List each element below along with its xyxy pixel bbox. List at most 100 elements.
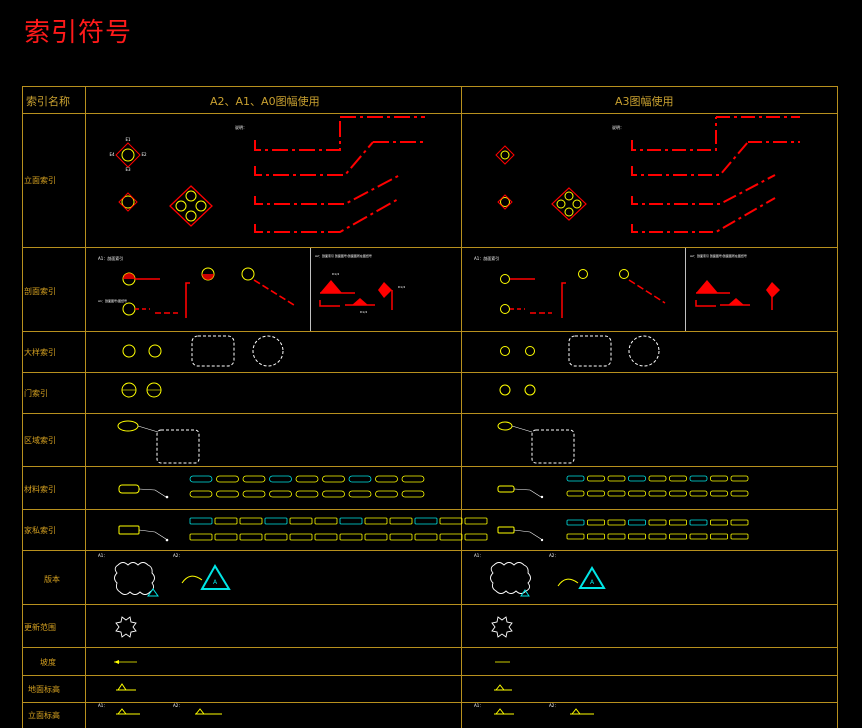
update-range-large bbox=[115, 616, 137, 638]
svg-text:A: A bbox=[213, 579, 218, 586]
header-index-name: 索引名称 bbox=[26, 95, 70, 108]
index-tag bbox=[189, 475, 213, 483]
index-tag bbox=[710, 519, 728, 526]
elevation-level-large: A1： A2： bbox=[98, 703, 222, 715]
index-tag bbox=[264, 533, 288, 541]
index-tag bbox=[730, 475, 749, 482]
index-tag bbox=[375, 490, 398, 498]
index-tag bbox=[239, 517, 263, 525]
row-label-door: 门索引 bbox=[24, 389, 48, 398]
index-tag bbox=[710, 475, 728, 482]
index-tag bbox=[628, 490, 646, 497]
material-index-large bbox=[118, 475, 425, 499]
svg-text:D1/4: D1/4 bbox=[360, 310, 367, 314]
index-tag bbox=[242, 490, 266, 498]
row-label-update-range: 更新范围 bbox=[24, 623, 56, 632]
index-tag bbox=[710, 533, 728, 540]
index-tag bbox=[264, 517, 288, 525]
index-tag bbox=[669, 519, 687, 526]
index-tag bbox=[295, 475, 319, 483]
svg-text:D1/4: D1/4 bbox=[332, 272, 339, 276]
index-tag bbox=[669, 475, 687, 482]
row-label-elevation: 立面索引 bbox=[24, 176, 56, 185]
svg-text:A2：剖面索引 剖面图号/剖面图所在图纸号: A2：剖面索引 剖面图号/剖面图所在图纸号 bbox=[690, 253, 747, 258]
detail-index-large bbox=[122, 335, 284, 367]
index-tag bbox=[587, 533, 605, 540]
index-tag bbox=[710, 490, 728, 497]
index-tag bbox=[289, 517, 313, 525]
header-large-sheets: A2、A1、A0图幅使用 bbox=[210, 95, 320, 108]
index-tag bbox=[216, 490, 239, 498]
index-tag bbox=[389, 517, 413, 525]
index-tag bbox=[269, 475, 292, 483]
index-tag bbox=[730, 519, 749, 526]
index-tag bbox=[401, 490, 425, 498]
index-tag bbox=[464, 517, 488, 525]
index-tag bbox=[239, 533, 263, 541]
index-tag bbox=[314, 533, 338, 541]
svg-text:A1：: A1： bbox=[474, 703, 483, 708]
row-label-area: 区域索引 bbox=[24, 436, 56, 445]
svg-text:E3: E3 bbox=[125, 167, 131, 172]
svg-text:D1/4: D1/4 bbox=[398, 285, 405, 289]
material-index-a3 bbox=[497, 475, 749, 499]
index-tag bbox=[414, 533, 438, 541]
index-tag bbox=[587, 475, 605, 482]
index-tag bbox=[189, 490, 213, 498]
svg-text:A1：剖面索引: A1：剖面索引 bbox=[474, 255, 499, 261]
index-tag bbox=[322, 490, 345, 498]
index-tag bbox=[389, 533, 413, 541]
index-tag bbox=[566, 490, 585, 497]
svg-text:A1：: A1： bbox=[98, 703, 107, 708]
index-tag bbox=[669, 490, 687, 497]
index-tag bbox=[339, 517, 363, 525]
svg-text:A2：: A2： bbox=[173, 703, 182, 708]
index-tag bbox=[689, 533, 708, 540]
index-tag bbox=[216, 475, 239, 483]
index-tag bbox=[607, 475, 626, 482]
index-tag bbox=[689, 475, 708, 482]
index-tag bbox=[628, 533, 646, 540]
svg-text:E4: E4 bbox=[109, 152, 115, 157]
svg-text:A1：: A1： bbox=[98, 553, 107, 558]
index-tag bbox=[669, 533, 687, 540]
index-tag bbox=[566, 519, 585, 526]
index-tag bbox=[348, 475, 372, 483]
update-range-a3 bbox=[491, 616, 513, 638]
section-index-a3: A1：剖面索引 A2：剖面索引 剖面图号/剖面图所在图纸号 bbox=[474, 253, 780, 318]
index-tag bbox=[214, 517, 238, 525]
index-tag bbox=[289, 533, 313, 541]
index-tag bbox=[269, 490, 292, 498]
index-tag bbox=[314, 517, 338, 525]
svg-text:A2：: A2： bbox=[173, 553, 182, 558]
row-label-furniture: 家私索引 bbox=[24, 526, 56, 535]
index-tag bbox=[189, 533, 213, 541]
floor-level-a3 bbox=[494, 684, 512, 691]
index-tag bbox=[730, 533, 749, 540]
index-tag bbox=[628, 519, 646, 526]
index-tag bbox=[648, 490, 667, 497]
index-tag bbox=[648, 519, 667, 526]
index-tag bbox=[587, 490, 605, 497]
index-tag bbox=[566, 533, 585, 540]
index-tag bbox=[295, 490, 319, 498]
svg-text:A2：: A2： bbox=[549, 553, 558, 558]
index-tag bbox=[607, 519, 626, 526]
index-tag bbox=[689, 519, 708, 526]
row-label-slope: 坡度 bbox=[40, 658, 56, 667]
index-tag bbox=[364, 533, 388, 541]
index-tag bbox=[628, 475, 646, 482]
row-label-section: 剖面索引 bbox=[24, 287, 56, 296]
furniture-index-large bbox=[118, 517, 488, 542]
svg-text:A: A bbox=[590, 579, 595, 586]
table-grid bbox=[22, 86, 838, 728]
elevation-level-a3: A1： A2： bbox=[474, 703, 594, 715]
revision-large: A1： A2： A bbox=[98, 553, 231, 597]
row-label-detail: 大样索引 bbox=[24, 348, 56, 357]
index-tag bbox=[242, 475, 266, 483]
index-tag bbox=[607, 490, 626, 497]
index-tag bbox=[730, 490, 749, 497]
index-tag bbox=[214, 533, 238, 541]
svg-text:A2：剖面索引 剖面图号/剖面图所在图纸号: A2：剖面索引 剖面图号/剖面图所在图纸号 bbox=[315, 253, 372, 258]
svg-text:说明：: 说明： bbox=[235, 124, 247, 130]
